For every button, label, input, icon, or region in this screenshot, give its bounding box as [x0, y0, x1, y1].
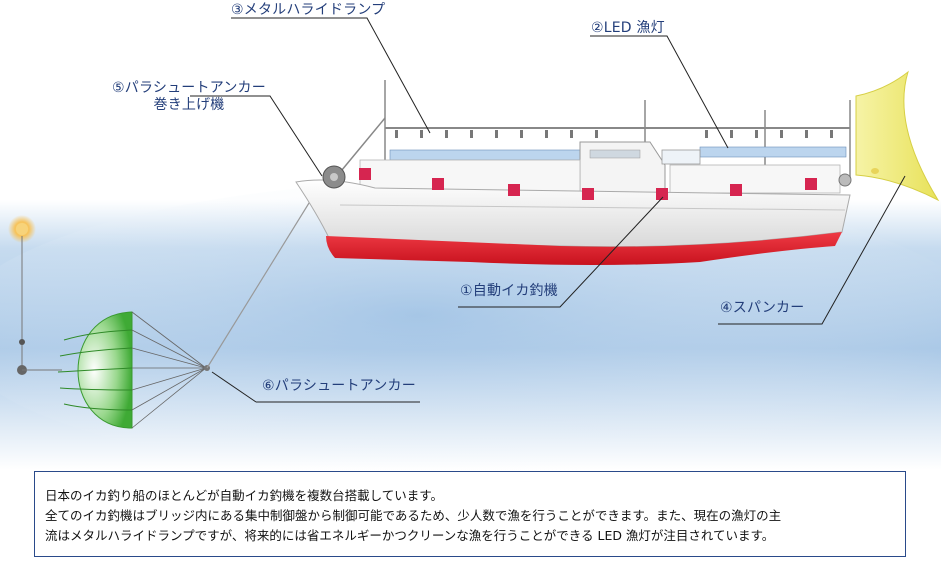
spanker-sail: [855, 70, 940, 202]
label-parachute-anchor: ⑥パラシュートアンカー: [262, 378, 416, 394]
leader-lines: [190, 17, 906, 403]
description-line: 流はメタルハライドランプですが、将来的には省エネルギーかつクリーンな漁を行うこと…: [45, 528, 775, 543]
label-auto-jigging-machine: ①自動イカ釣機: [460, 283, 558, 299]
label-metal-halide-lamp: ③メタルハライドランプ: [231, 2, 386, 18]
label-led-lamp: ②LED 漁灯: [591, 20, 665, 36]
description-line: 日本のイカ釣り船のほとんどが自動イカ釣機を複数台搭載しています。: [45, 488, 444, 503]
ship: [295, 80, 852, 265]
jigging-machines: [359, 168, 817, 200]
label-anchor-winch-line2: 巻き上げ機: [153, 97, 225, 113]
label-anchor-winch: ⑤パラシュートアンカー 巻き上げ機: [94, 80, 284, 114]
buoy: [8, 215, 62, 375]
parachute-anchor: [57, 181, 323, 429]
label-spanker: ④スパンカー: [720, 300, 805, 316]
label-anchor-winch-line1: ⑤パラシュートアンカー: [112, 80, 266, 96]
description-line: 全てのイカ釣機はブリッジ内にある集中制御盤から制御可能であるため、少人数で漁を行…: [45, 508, 782, 523]
description-box: 日本のイカ釣り船のほとんどが自動イカ釣機を複数台搭載しています。 全てのイカ釣機…: [34, 471, 906, 557]
